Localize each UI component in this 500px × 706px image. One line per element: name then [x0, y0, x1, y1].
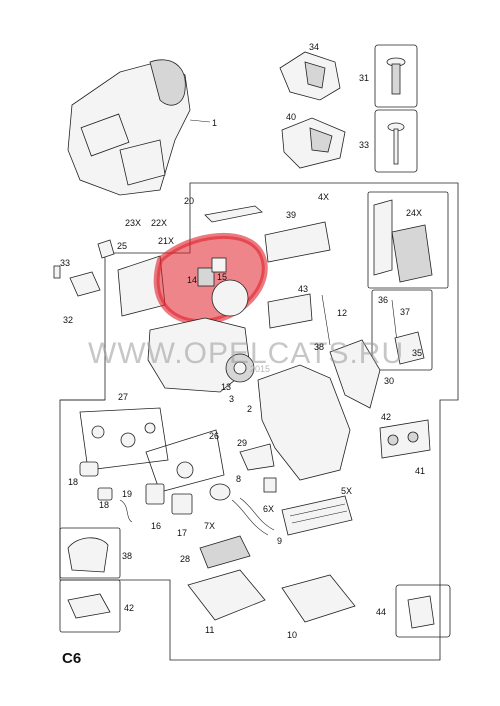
part-42-bracket	[67, 593, 111, 619]
part-26-actuator-set	[145, 429, 225, 493]
part-39-seal	[204, 205, 263, 223]
callout-40: 40	[286, 112, 296, 122]
callout-35: 35	[412, 348, 422, 358]
callout-5x: 5X	[341, 486, 352, 496]
part-19-wire	[119, 499, 133, 523]
callout-11: 11	[205, 625, 214, 635]
part-18b-connector	[97, 487, 113, 501]
callout-32: 32	[63, 315, 73, 325]
box-part-42	[59, 579, 121, 633]
part-1-heater-housing	[67, 59, 211, 196]
callout-12: 12	[337, 308, 347, 318]
box-part-31	[374, 44, 418, 108]
part-40-bracket	[281, 117, 346, 169]
callout-44: 44	[376, 607, 386, 617]
callout-7x: 7X	[204, 521, 215, 531]
callout-labels: 1 2 3 4X 5X 6X 7X 8 9 10 11 12 13 14 15 …	[60, 42, 425, 640]
part-14-15-resistor	[197, 257, 227, 287]
callout-14: 14	[187, 275, 197, 285]
part-12-rod	[321, 294, 331, 346]
callout-43: 43	[298, 284, 308, 294]
box-part-38	[59, 527, 121, 579]
part-32-clip	[69, 271, 101, 297]
callout-39: 39	[286, 210, 296, 220]
box-part-35	[371, 289, 433, 371]
callout-17: 17	[177, 528, 187, 538]
callout-4x: 4X	[318, 192, 329, 202]
page-code-label: C6	[62, 650, 81, 667]
part-43-seal	[267, 293, 313, 329]
callout-33a: 33	[359, 140, 369, 150]
callout-38b: 38	[122, 551, 132, 561]
box-part-33	[374, 109, 418, 173]
callout-29: 29	[237, 438, 247, 448]
part-33-screw-small	[53, 265, 61, 279]
callout-18a: 18	[68, 477, 78, 487]
callout-8: 8	[236, 474, 241, 484]
callout-41: 41	[415, 466, 425, 476]
callout-13: 13	[221, 382, 231, 392]
part-13-blower-motor	[225, 353, 255, 383]
callout-1: 1	[212, 118, 217, 128]
callout-25: 25	[117, 241, 127, 251]
callout-20: 20	[184, 196, 194, 206]
callout-9: 9	[277, 536, 282, 546]
part-41-control-panel	[379, 419, 431, 459]
part-2-lower-housing	[257, 364, 351, 481]
part-44-clip	[407, 595, 435, 629]
callout-6x: 6X	[263, 504, 274, 514]
part-28-evaporator	[199, 535, 251, 569]
part-11-tray	[187, 569, 266, 621]
callout-34: 34	[309, 42, 319, 52]
part-38-cover	[67, 537, 109, 573]
callout-26: 26	[209, 431, 219, 441]
callout-22x: 22X	[151, 218, 167, 228]
part-33-bolt	[387, 122, 405, 165]
part-6x-clip	[263, 477, 277, 493]
callout-2: 2	[247, 404, 252, 414]
watermark-subtext: 2015	[250, 364, 270, 374]
callout-42a: 42	[381, 412, 391, 422]
callout-16: 16	[151, 521, 161, 531]
callout-24x: 24X	[406, 208, 422, 218]
part-34-bracket	[279, 51, 341, 101]
part-5x-heater-core	[281, 495, 353, 536]
watermark-text: WWW.OPELCATS.RU	[88, 337, 404, 370]
callout-18b: 18	[99, 500, 109, 510]
part-18-motor	[79, 461, 99, 477]
part-36-37-rod	[391, 299, 425, 365]
callout-28: 28	[180, 554, 190, 564]
part-blower-housing	[147, 279, 251, 393]
callout-15: 15	[217, 272, 227, 282]
part-25-clip	[97, 239, 115, 259]
part-30-duct	[329, 339, 381, 409]
callout-38a: 38	[314, 342, 324, 352]
part-8-sensor	[209, 483, 231, 501]
callout-10: 10	[287, 630, 297, 640]
part-31-screw	[386, 57, 406, 95]
part-29-bracket	[239, 443, 275, 471]
box-part-44	[395, 584, 451, 638]
callout-30: 30	[384, 376, 394, 386]
part-10-tray	[281, 574, 356, 623]
part-24x-filter	[373, 199, 433, 283]
callout-27: 27	[118, 392, 128, 402]
callout-21x: 21X	[158, 236, 174, 246]
part-27-actuator-set	[79, 407, 169, 471]
part-16-actuator	[145, 483, 165, 505]
callout-33b: 33	[60, 258, 70, 268]
callout-23x: 23X	[125, 218, 141, 228]
part-17-actuator	[171, 493, 193, 515]
part-4x-filter	[264, 221, 331, 263]
callout-36: 36	[378, 295, 388, 305]
callout-19: 19	[122, 489, 132, 499]
part-7x-pipes	[231, 497, 275, 536]
callout-3: 3	[229, 394, 234, 404]
callout-42b: 42	[124, 603, 134, 613]
callout-31: 31	[359, 73, 369, 83]
callout-37: 37	[400, 307, 410, 317]
box-part-24x	[367, 191, 449, 289]
